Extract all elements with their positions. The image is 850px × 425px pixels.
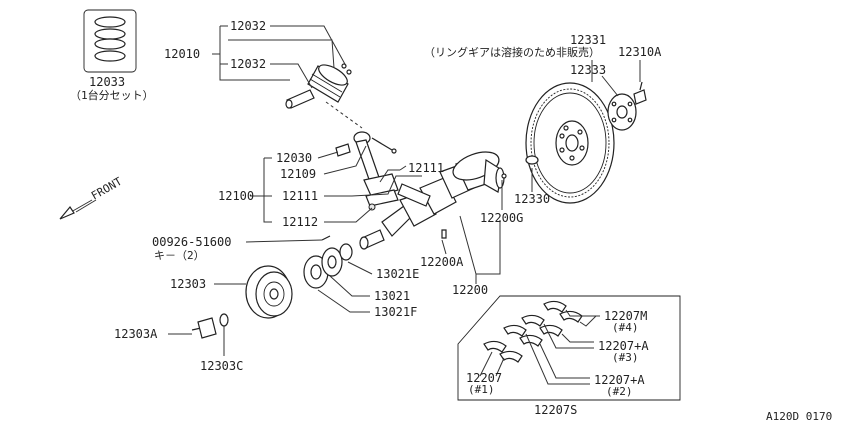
label-12200: 12200 [452, 283, 488, 297]
crank-sprocket [303, 247, 343, 289]
label-12207-note: (#1) [468, 383, 495, 396]
label-12100: 12100 [218, 189, 254, 203]
label-12111-lower: 12111 [282, 189, 318, 203]
connecting-rod [335, 131, 399, 211]
label-12010: 12010 [164, 47, 200, 61]
label-12207A-3-note: (#3) [612, 351, 639, 364]
label-12330: 12330 [514, 192, 550, 206]
label-12207: 12207 [466, 371, 502, 385]
label-12207M-note: (#4) [612, 321, 639, 334]
flywheel-bolt [633, 81, 647, 105]
label-12030: 12030 [276, 151, 312, 165]
crank-key [321, 235, 331, 241]
crank-pulley [245, 265, 293, 319]
crank-plug [441, 229, 447, 239]
crankshaft [359, 151, 507, 250]
piston-assembly [285, 63, 352, 109]
diagram-code: A120D 0170 [766, 410, 832, 423]
label-12033: 12033 [89, 75, 125, 89]
label-12207A-2: 12207+A [594, 373, 645, 387]
label-00926-51600: 00926-51600 [152, 235, 231, 249]
label-13021: 13021 [374, 289, 410, 303]
label-12032-upper: 12032 [230, 19, 266, 33]
piston-ring-set [83, 9, 137, 73]
label-12207A-2-note: (#2) [606, 385, 633, 398]
label-12310A: 12310A [618, 45, 662, 59]
label-13021F: 13021F [374, 305, 417, 319]
label-12207A-3: 12207+A [598, 339, 649, 353]
label-00926-note: キ－（2） [154, 249, 205, 262]
label-12207M: 12207M [604, 309, 647, 323]
label-12033-note: （1台分セット） [70, 88, 154, 102]
flywheel-plate [607, 93, 637, 131]
part-labels: 12032 12010 12032 12033 （1台分セット） 12331 （… [70, 19, 832, 423]
label-13021E: 13021E [376, 267, 419, 281]
label-12331-note: （リングギアは溶接のため非販売） [424, 45, 600, 59]
label-12112: 12112 [282, 215, 318, 229]
pulley-bolt [191, 317, 217, 339]
label-12207S: 12207S [534, 403, 577, 417]
piston-guide-line [325, 101, 363, 129]
label-12032-lower: 12032 [230, 57, 266, 71]
label-front: FRONT [89, 175, 125, 203]
pulley-washer [219, 313, 229, 327]
label-12303A: 12303A [114, 327, 158, 341]
label-12303: 12303 [170, 277, 206, 291]
leader-lines [59, 25, 641, 385]
flywheel [525, 82, 615, 204]
bearing-set [457, 295, 681, 401]
label-12303C: 12303C [200, 359, 243, 373]
label-12111-upper: 12111 [408, 161, 444, 175]
label-12200A: 12200A [420, 255, 464, 269]
label-12333: 12333 [570, 63, 606, 77]
label-12331: 12331 [570, 33, 606, 47]
label-12200G: 12200G [480, 211, 523, 225]
crank-spacer [339, 243, 353, 261]
label-12109: 12109 [280, 167, 316, 181]
